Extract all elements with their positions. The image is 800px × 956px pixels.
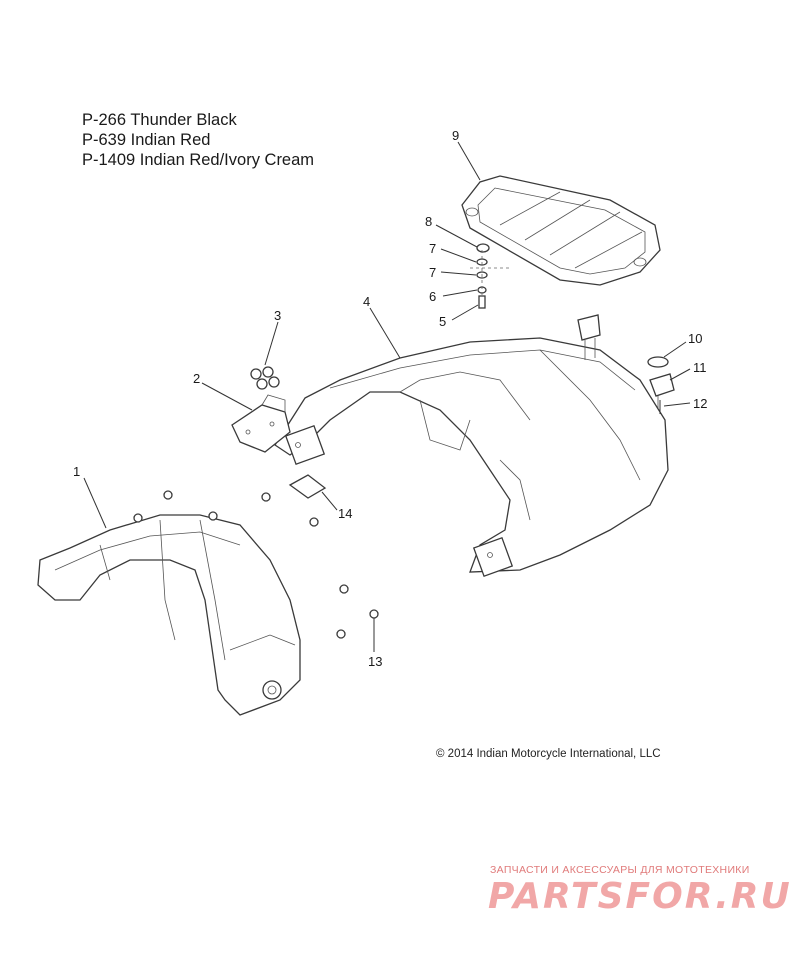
callout-9: 9 — [452, 128, 459, 143]
hinge-bracket[interactable] — [231, 394, 291, 453]
latch-bracket[interactable] — [649, 373, 675, 408]
mounting-screws[interactable] — [133, 490, 379, 639]
rack-hardware-stack[interactable] — [470, 243, 510, 309]
callout-5: 5 — [439, 314, 446, 329]
callout-7-lower: 7 — [429, 265, 436, 280]
callout-10: 10 — [688, 331, 702, 346]
paint-code-legend: P-266 Thunder Black P-639 Indian Red P-1… — [82, 110, 314, 170]
watermark-logo: PARTSFOR.RU — [488, 876, 792, 917]
callout-4: 4 — [363, 294, 370, 309]
upper-latch[interactable] — [577, 314, 601, 360]
callout-2: 2 — [193, 371, 200, 386]
callout-7-upper: 7 — [429, 241, 436, 256]
luggage-rack[interactable] — [461, 175, 661, 286]
watermark-tagline: ЗАПЧАСТИ И АКСЕССУАРЫ ДЛЯ МОТОТЕХНИКИ — [490, 864, 750, 876]
callout-1: 1 — [73, 464, 80, 479]
callout-6: 6 — [429, 289, 436, 304]
trunk-body[interactable] — [274, 337, 669, 578]
callout-8: 8 — [425, 214, 432, 229]
callout-11: 11 — [693, 360, 707, 375]
leader-lines — [83, 141, 691, 652]
legend-line-thunder-black: P-266 Thunder Black — [82, 111, 237, 129]
callout-14: 14 — [338, 506, 352, 521]
mount-plate[interactable] — [288, 474, 327, 499]
callout-13: 13 — [368, 654, 382, 669]
latch-plate[interactable] — [647, 356, 669, 368]
legend-line-indian-red: P-639 Indian Red — [82, 131, 211, 149]
backrest[interactable] — [37, 514, 301, 716]
hinge-nuts[interactable] — [250, 366, 280, 390]
legend-line-red-ivory: P-1409 Indian Red/Ivory Cream — [82, 151, 315, 169]
copyright-notice: © 2014 Indian Motorcycle International, … — [436, 748, 661, 760]
callout-3: 3 — [274, 308, 281, 323]
callout-12: 12 — [693, 396, 707, 411]
